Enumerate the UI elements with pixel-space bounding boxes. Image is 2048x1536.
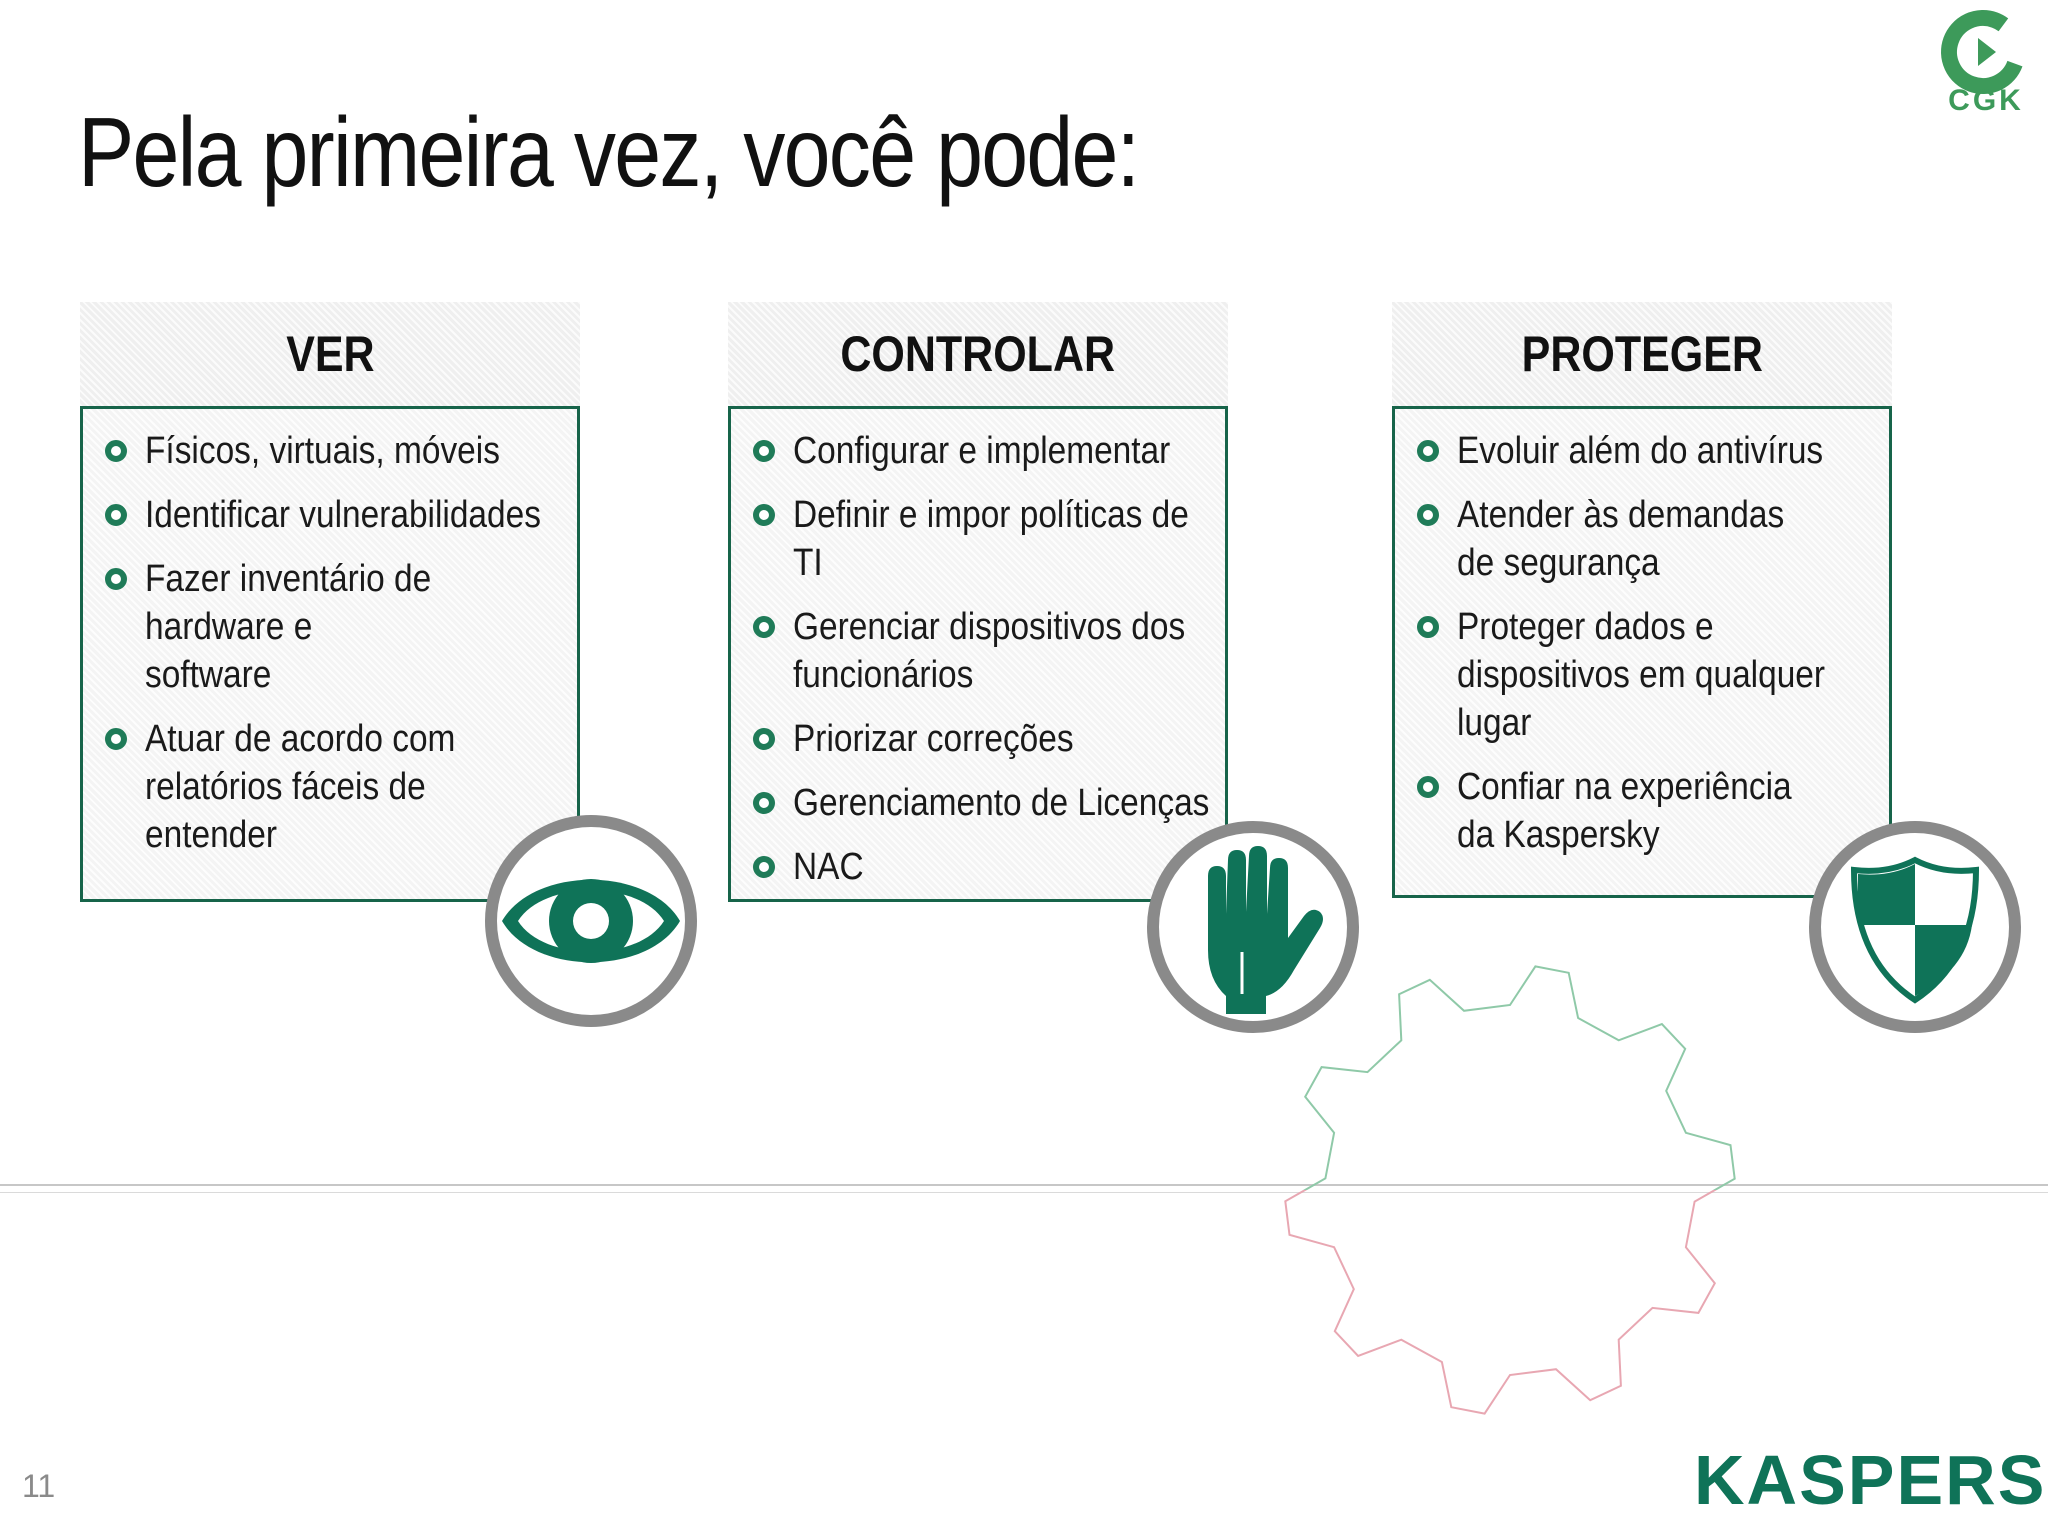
cgk-logo-icon bbox=[1941, 10, 2025, 94]
list-item: Definir e impor políticas de TI bbox=[753, 491, 1215, 587]
divider-line-2 bbox=[0, 1192, 2048, 1193]
bullet-icon bbox=[753, 440, 775, 462]
list-item: Atuar de acordo com relatórios fáceis de… bbox=[105, 715, 567, 859]
column-box: Físicos, virtuais, móveis Identificar vu… bbox=[80, 406, 580, 902]
column-box: Configurar e implementar Definir e impor… bbox=[728, 406, 1228, 902]
hand-icon bbox=[1147, 821, 1359, 1033]
column-header-label: PROTEGER bbox=[1521, 326, 1763, 382]
bullet-icon bbox=[753, 616, 775, 638]
bullet-icon bbox=[1417, 776, 1439, 798]
bullet-icon bbox=[105, 568, 127, 590]
slide-title: Pela primeira vez, você pode: bbox=[78, 97, 1140, 207]
list-item: Confiar na experiência da Kaspersky bbox=[1417, 763, 1879, 859]
bullet-icon bbox=[753, 792, 775, 814]
list-item: Gerenciar dispositivos dos funcionários bbox=[753, 603, 1215, 699]
bullet-list: Físicos, virtuais, móveis Identificar vu… bbox=[105, 427, 567, 859]
list-item: Evoluir além do antivírus bbox=[1417, 427, 1879, 475]
column-header: PROTEGER bbox=[1392, 302, 1892, 406]
gear-outline-icon bbox=[1284, 965, 1736, 1415]
bullet-icon bbox=[105, 504, 127, 526]
list-item: Priorizar correções bbox=[753, 715, 1215, 763]
column-box: Evoluir além do antivírus Atender às dem… bbox=[1392, 406, 1892, 898]
shield-icon bbox=[1809, 821, 2021, 1033]
page-number: 11 bbox=[22, 1468, 56, 1504]
bullet-icon bbox=[753, 856, 775, 878]
bullet-icon bbox=[1417, 616, 1439, 638]
list-item: Atender às demandas de segurança bbox=[1417, 491, 1879, 587]
column-header-label: CONTROLAR bbox=[840, 326, 1116, 382]
list-item: Proteger dados e dispositivos em qualque… bbox=[1417, 603, 1879, 747]
list-item: Configurar e implementar bbox=[753, 427, 1215, 475]
bullet-icon bbox=[753, 504, 775, 526]
bullet-icon bbox=[1417, 504, 1439, 526]
bullet-icon bbox=[753, 728, 775, 750]
list-item: Gerenciamento de Licenças bbox=[753, 779, 1215, 827]
bullet-list: Evoluir além do antivírus Atender às dem… bbox=[1417, 427, 1879, 859]
cgk-logo-text: CGK bbox=[1948, 84, 2024, 117]
divider-line bbox=[0, 1184, 2048, 1186]
bullet-icon bbox=[105, 728, 127, 750]
list-item: Físicos, virtuais, móveis bbox=[105, 427, 567, 475]
list-item: Identificar vulnerabilidades bbox=[105, 491, 567, 539]
column-header-label: VER bbox=[285, 326, 375, 382]
column-header: VER bbox=[80, 302, 580, 406]
list-item: Fazer inventário de hardware e software bbox=[105, 555, 567, 699]
column-header: CONTROLAR bbox=[728, 302, 1228, 406]
kaspersky-logo: KASPERSKY lab bbox=[1694, 1440, 2048, 1520]
bullet-icon bbox=[1417, 440, 1439, 462]
bullet-list: Configurar e implementar Definir e impor… bbox=[753, 427, 1215, 891]
eye-icon bbox=[485, 815, 697, 1027]
kaspersky-logo-text: KASPERSKY bbox=[1694, 1441, 2048, 1519]
list-item: NAC bbox=[753, 843, 1215, 891]
bullet-icon bbox=[105, 440, 127, 462]
